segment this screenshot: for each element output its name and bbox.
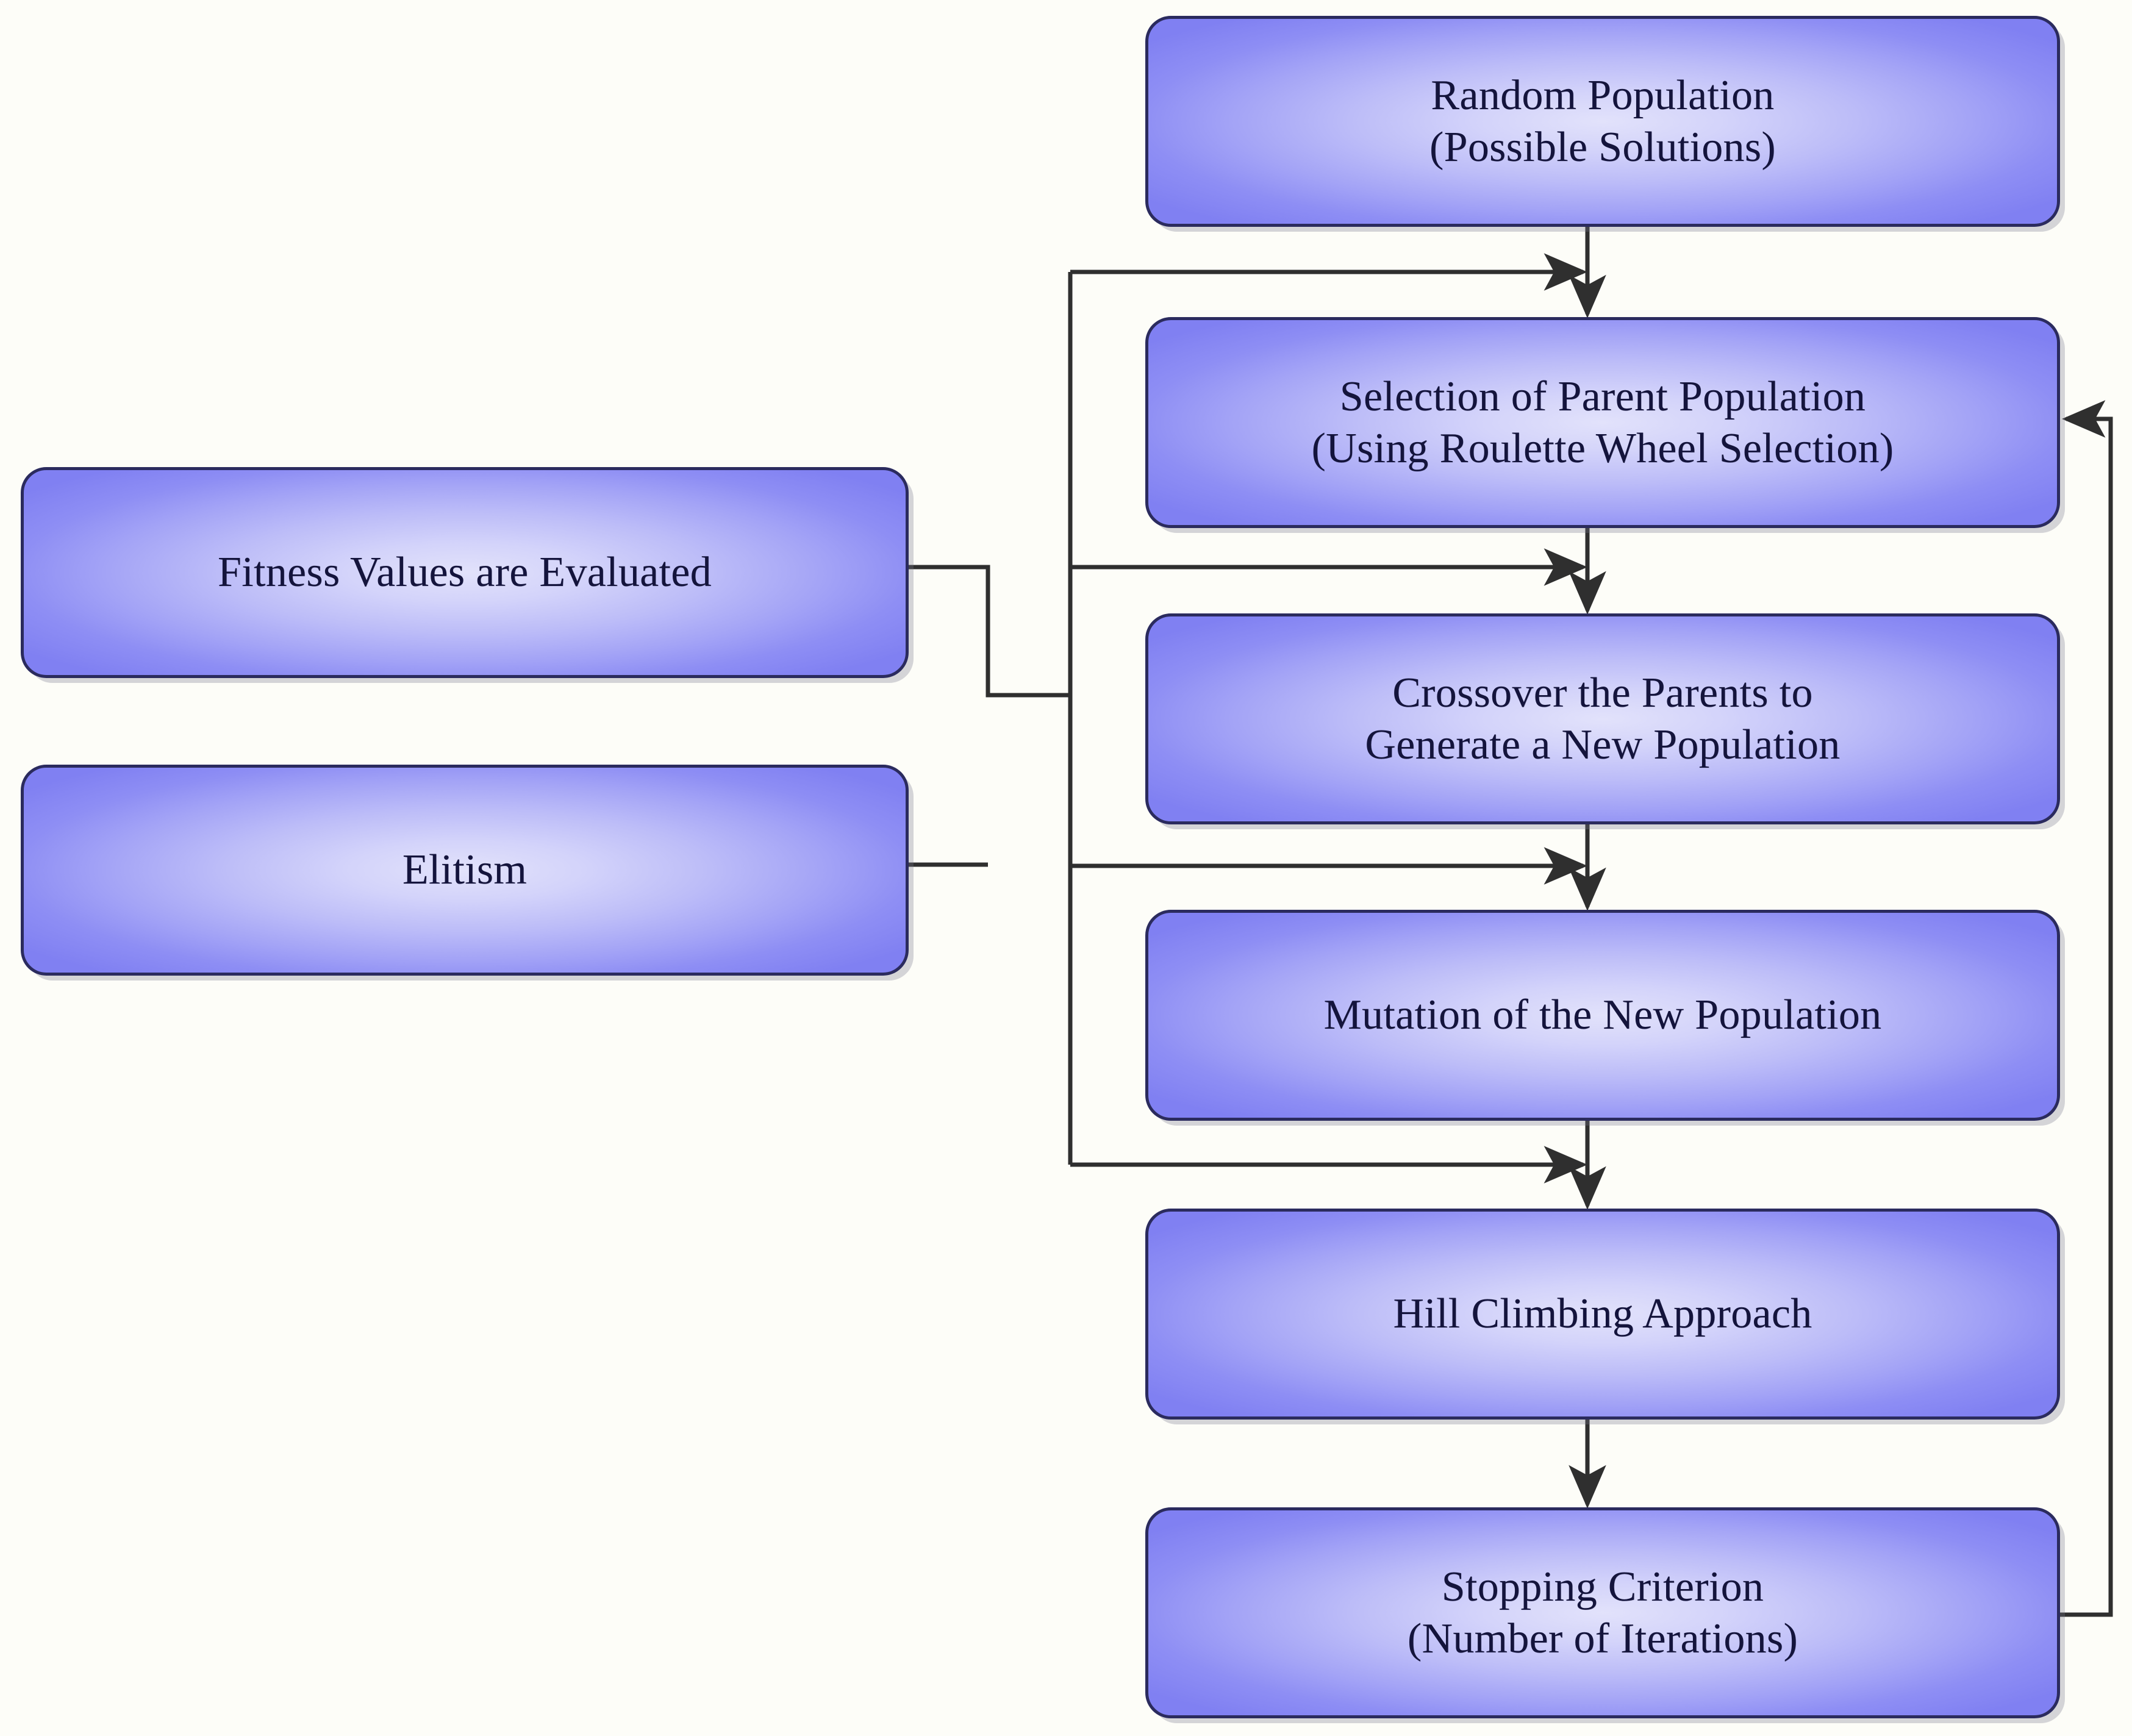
node-crossover-parents-label: Crossover the Parents to Generate a New … [1365, 669, 1840, 768]
node-crossover-parents[interactable]: Crossover the Parents to Generate a New … [1145, 613, 2060, 824]
node-hill-climbing-approach-label: Hill Climbing Approach [1393, 1290, 1812, 1338]
node-hill-climbing-approach[interactable]: Hill Climbing Approach [1145, 1209, 2060, 1420]
node-selection-parent-population-label: Selection of Parent Population (Using Ro… [1311, 373, 1894, 472]
node-fitness-values-evaluated[interactable]: Fitness Values are Evaluated [21, 467, 909, 678]
node-elitism-label: Elitism [402, 846, 528, 894]
node-stopping-criterion-label: Stopping Criterion (Number of Iterations… [1407, 1563, 1798, 1662]
node-selection-parent-population[interactable]: Selection of Parent Population (Using Ro… [1145, 317, 2060, 528]
node-fitness-values-evaluated-label: Fitness Values are Evaluated [218, 549, 712, 596]
edge-fitness-into-rail [909, 565, 1070, 698]
node-mutation-new-population-label: Mutation of the New Population [1323, 991, 1882, 1039]
node-random-population[interactable]: Random Population (Possible Solutions) [1145, 16, 2060, 227]
node-stopping-criterion[interactable]: Stopping Criterion (Number of Iterations… [1145, 1507, 2060, 1718]
node-mutation-new-population[interactable]: Mutation of the New Population [1145, 910, 2060, 1121]
edge-stopping-feedback-to-selection [2060, 400, 2113, 1617]
node-elitism[interactable]: Elitism [21, 765, 909, 976]
node-random-population-label: Random Population (Possible Solutions) [1429, 71, 1776, 171]
